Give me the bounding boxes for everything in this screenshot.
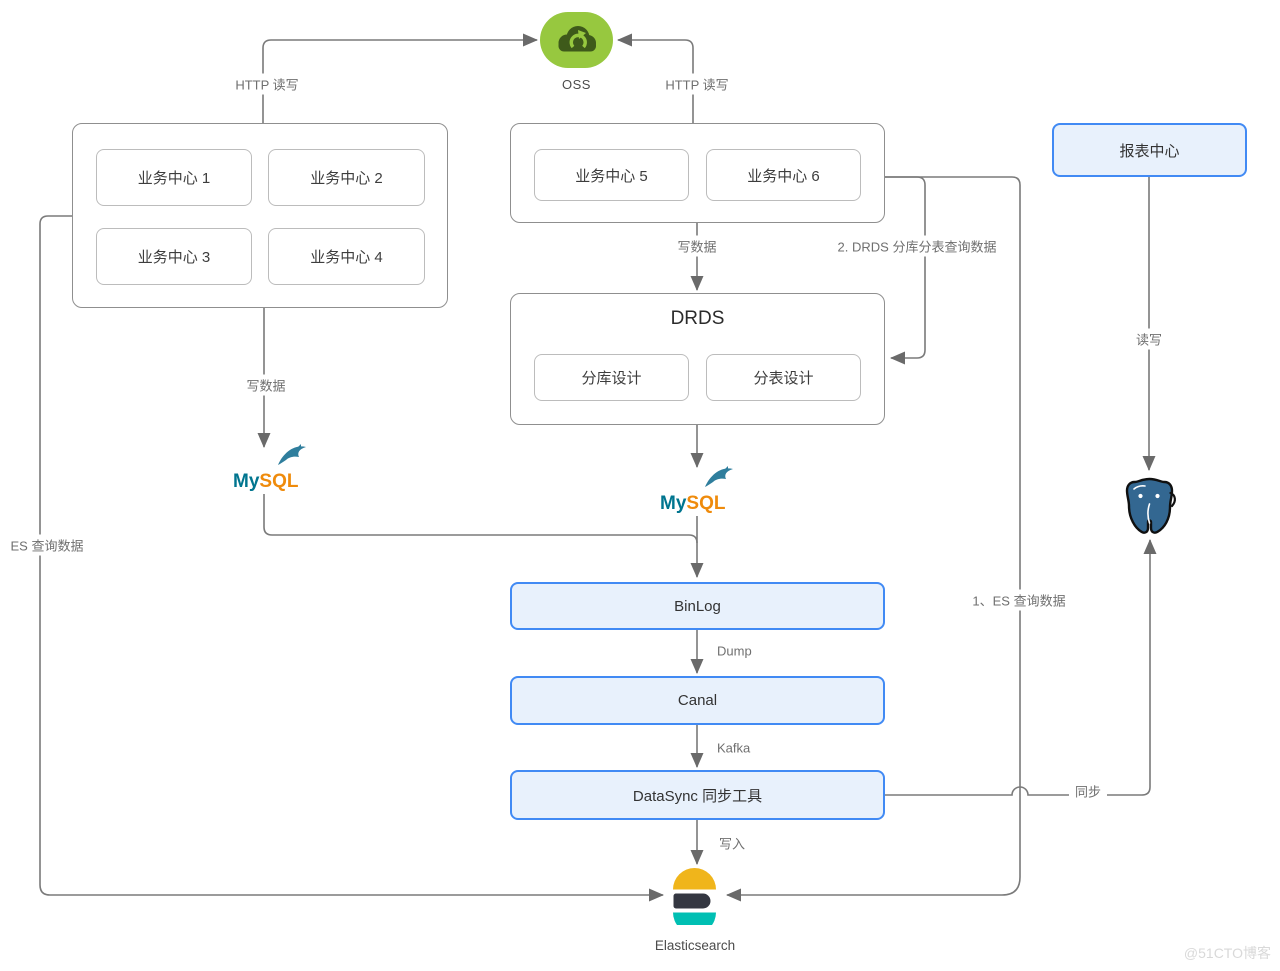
edge-mysqlleft-to-binlog xyxy=(263,494,698,544)
edge-bizleft-to-oss xyxy=(262,33,538,123)
edge-label-write-in: 写入 xyxy=(713,832,752,854)
elasticsearch-label: Elasticsearch xyxy=(654,938,736,953)
edge-label-es-query-right: 1、ES 查询数据 xyxy=(966,589,1072,611)
oss-icon xyxy=(540,12,613,73)
oss-label: OSS xyxy=(562,77,591,92)
drds-group: DRDS 分库设计 分表设计 xyxy=(510,293,885,425)
drds-sharding-table: 分表设计 xyxy=(706,354,861,401)
edge-label-write-data-left: 写数据 xyxy=(240,374,292,396)
edge-label-dump: Dump xyxy=(711,642,758,660)
business-center-4: 业务中心 4 xyxy=(268,228,425,285)
business-center-3: 业务中心 3 xyxy=(96,228,252,285)
datasync-node: DataSync 同步工具 xyxy=(510,770,885,820)
business-center-5: 业务中心 5 xyxy=(534,149,689,201)
mysql-center-icon: MySQL xyxy=(656,466,736,517)
mysql-wordmark-sql: SQL xyxy=(259,471,299,492)
edge-label-drds-query: 2. DRDS 分库分表查询数据 xyxy=(831,235,1003,257)
edge-branch-to-drds xyxy=(885,176,926,365)
edge-datasync-to-postgres xyxy=(885,539,1157,796)
watermark: @51CTO博客 xyxy=(1183,945,1271,961)
edge-label-sync: 同步 xyxy=(1068,780,1108,802)
drds-sharding-db: 分库设计 xyxy=(534,354,689,401)
elasticsearch-icon xyxy=(668,868,721,934)
mysql-wordmark-my: My xyxy=(233,471,260,492)
business-group-top: 业务中心 5 业务中心 6 xyxy=(510,123,885,223)
edge-branch-to-es xyxy=(726,176,1021,902)
edge-label-read-write: 读写 xyxy=(1129,328,1169,350)
mysql-wordmark-sql: SQL xyxy=(686,493,726,514)
mysql-wordmark-my: My xyxy=(660,493,687,514)
drds-title: DRDS xyxy=(670,308,725,329)
binlog-node: BinLog xyxy=(510,582,885,630)
edge-label-http-right: HTTP 读写 xyxy=(659,73,735,95)
business-group-left: 业务中心 1 业务中心 2 业务中心 3 业务中心 4 xyxy=(72,123,448,308)
edge-label-write-data-top: 写数据 xyxy=(671,235,723,257)
business-center-6: 业务中心 6 xyxy=(706,149,861,201)
report-center: 报表中心 xyxy=(1052,123,1247,177)
mysql-left-icon: MySQL xyxy=(229,444,309,495)
edge-biztop-to-oss xyxy=(617,33,694,123)
business-center-2: 业务中心 2 xyxy=(268,149,425,206)
edge-label-http-left: HTTP 读写 xyxy=(229,73,305,95)
canal-node: Canal xyxy=(510,676,885,725)
postgresql-icon xyxy=(1121,476,1178,541)
edge-label-es-query-left: ES 查询数据 xyxy=(4,534,90,556)
edge-label-kafka: Kafka xyxy=(711,739,757,757)
business-center-1: 业务中心 1 xyxy=(96,149,252,206)
